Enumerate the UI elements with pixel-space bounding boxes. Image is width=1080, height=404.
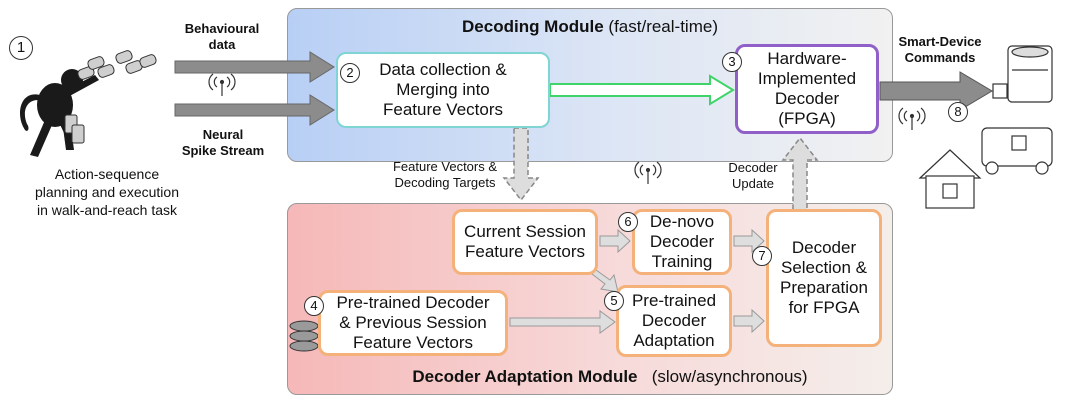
step-7-badge: 7: [752, 246, 772, 266]
wireless-icon-left: [208, 73, 236, 96]
arrow-adapt-to-selection: [733, 308, 765, 334]
data-collection-box: Data collection & Merging into Feature V…: [336, 52, 550, 128]
denovo-training-box: De-novo Decoder Training: [632, 209, 732, 275]
neural-arrow: [174, 94, 335, 126]
decoder-update-label: Decoder Update: [728, 160, 778, 191]
arrow-current-to-adapt: [591, 269, 619, 293]
wireless-icon-right: [898, 107, 926, 130]
feature-targets-label: Feature Vectors & Decoding Targets: [392, 159, 498, 190]
reach-targets-icon: [64, 50, 157, 144]
smart-vehicle-icon: [981, 127, 1053, 175]
decoder-selection-box: Decoder Selection & Preparation for FPGA: [766, 209, 882, 347]
adaptation-module-title: Decoder Adaptation Module (slow/asynchro…: [412, 367, 808, 386]
step-8-badge: 8: [948, 102, 968, 122]
update-dashed-arrow: [781, 136, 819, 211]
smart-cabinet-icon: [992, 45, 1053, 103]
smart-house-icon: [918, 149, 982, 209]
step-5-badge: 5: [604, 291, 624, 311]
database-icon: [289, 320, 319, 352]
monkey-caption: Action-sequence planning and execution i…: [34, 166, 179, 218]
behavioural-arrow: [174, 51, 335, 83]
behavioural-data-label: Behavioural data: [184, 21, 260, 52]
arrow-current-to-denovo: [599, 228, 631, 254]
decoding-module-title: Decoding Module (fast/real-time): [462, 17, 718, 36]
feature-dashed-arrow: [502, 127, 540, 202]
arrow-prev-to-adapt: [509, 310, 616, 334]
step-4-badge: 4: [304, 296, 324, 316]
step-3-badge: 3: [722, 52, 742, 72]
smart-device-commands-label: Smart-Device Commands: [898, 34, 982, 65]
output-arrow: [879, 71, 993, 111]
step-2-badge: 2: [340, 63, 360, 83]
wireless-icon-middle: [634, 161, 662, 184]
pretrained-previous-box: Pre-trained Decoder & Previous Session F…: [318, 290, 508, 356]
current-session-box: Current Session Feature Vectors: [452, 209, 598, 275]
pretrained-adaptation-box: Pre-trained Decoder Adaptation: [616, 285, 732, 357]
neural-spike-label: Neural Spike Stream: [181, 127, 265, 158]
step-6-badge: 6: [618, 212, 638, 232]
hardware-decoder-box: Hardware- Implemented Decoder (FPGA): [735, 44, 879, 134]
monkey-icon: [20, 69, 99, 157]
green-arrow: [549, 74, 735, 106]
step-1-badge: 1: [9, 36, 33, 60]
